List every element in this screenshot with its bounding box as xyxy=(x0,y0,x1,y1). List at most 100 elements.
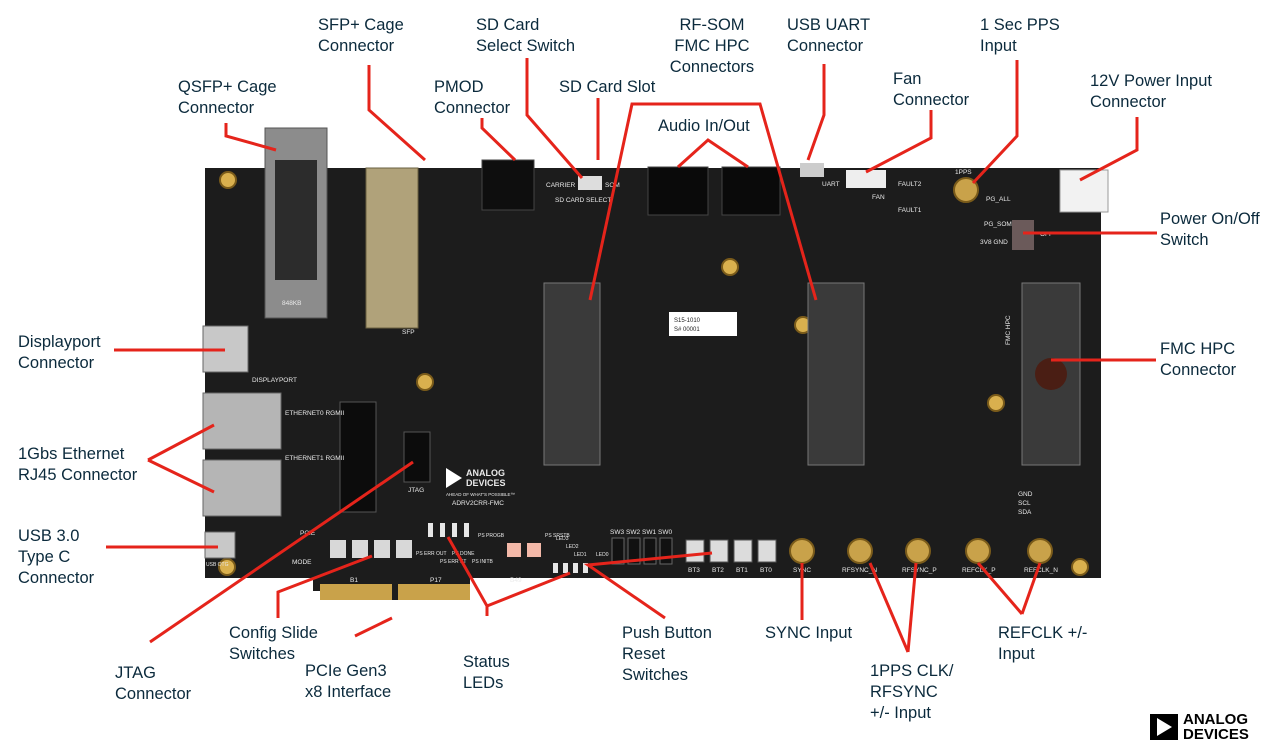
pmod-header xyxy=(481,159,535,211)
leader-pcie xyxy=(354,616,393,638)
leader-pmod xyxy=(480,118,517,162)
leader-config xyxy=(276,554,373,618)
silk-sda: SDA xyxy=(1018,509,1032,516)
leader-sfp xyxy=(367,65,426,162)
callout-pcie: PCIe Gen3 x8 Interface xyxy=(305,662,392,701)
leader-usb-uart xyxy=(806,64,826,161)
usb-uart-port xyxy=(800,163,824,177)
silk-jtag: JTAG xyxy=(408,487,424,494)
usb-c-socket xyxy=(204,531,236,559)
silk-model: ADRV2CRR-FMC xyxy=(452,500,504,507)
silk-srstb: PS SRSTB xyxy=(545,533,570,539)
leader-pps xyxy=(971,60,1019,185)
adi-logo-text: ANALOG DEVICES xyxy=(1183,711,1249,743)
silk-bt0: BT0 xyxy=(760,567,772,574)
audio-jack-1 xyxy=(647,166,709,216)
audio-jack-2 xyxy=(721,166,781,216)
silk-sw2: SW2 xyxy=(626,529,640,536)
silk-pgsom: PG_SOM xyxy=(984,221,1012,228)
callout-rfsync: 1PPS CLK/ RFSYNC +/- Input xyxy=(870,662,954,722)
silkscreen: ANALOG DEVICES AHEAD OF WHAT'S POSSIBLE™… xyxy=(206,169,1058,584)
silk-led2: LED2 xyxy=(566,544,579,550)
leader-rfsync xyxy=(868,562,910,653)
silk-sfp: SFP xyxy=(402,329,415,336)
leader-ethernet-2 xyxy=(147,458,215,494)
leader-refclk-2 xyxy=(1020,562,1042,615)
silk-brand-2: DEVICES xyxy=(466,478,506,488)
silk-carrier: CARRIER xyxy=(546,182,576,189)
silk-displayport: DISPLAYPORT xyxy=(252,377,297,384)
status-leds xyxy=(428,523,588,573)
leader-qsfp xyxy=(224,123,277,152)
callout-fan: Fan Connector xyxy=(893,70,970,109)
callout-audio: Audio In/Out xyxy=(658,117,750,135)
callout-status: Status LEDs xyxy=(463,653,510,692)
sd-card-select-switch xyxy=(578,176,602,190)
leader-fan xyxy=(865,110,933,174)
silk-eth0: ETHERNET0 RGMII xyxy=(285,410,344,417)
silk-err-st: PS ERR ST xyxy=(440,559,466,565)
silk-rfsync-p: RFSYNC_P xyxy=(902,567,937,574)
callout-sync: SYNC Input xyxy=(765,624,853,642)
silk-refclk-n: REFCLK_N xyxy=(1024,567,1058,574)
silk-initb: PS INITB xyxy=(472,559,494,565)
pcb-board xyxy=(205,168,1101,591)
silk-mode: MODE xyxy=(292,559,312,566)
ethernet-jack-top xyxy=(202,392,282,450)
srstb-button xyxy=(527,543,541,557)
silk-pps: 1PPS xyxy=(955,169,972,176)
callout-qsfp: QSFP+ Cage Connector xyxy=(178,78,277,117)
silk-rfsync-n: RFSYNC_N xyxy=(842,567,877,574)
silk-som: SOM xyxy=(605,182,620,189)
silk-eth1: ETHERNET1 RGMII xyxy=(285,455,344,462)
silk-fault1: FAULT1 xyxy=(898,207,922,214)
silk-fmchpc: FMC HPC xyxy=(1005,315,1012,345)
fmc-hpc-dot xyxy=(1035,358,1067,390)
callout-power-switch: Power On/Off Switch xyxy=(1160,210,1260,249)
pps-sma xyxy=(953,177,979,203)
callout-push: Push Button Reset Switches xyxy=(622,624,712,684)
silk-fault2: FAULT2 xyxy=(898,181,922,188)
callout-power-in: 12V Power Input Connector xyxy=(1090,72,1212,111)
rfsom-fmc-right xyxy=(807,282,865,466)
leader-rfsync-2 xyxy=(906,562,918,653)
callout-config: Config Slide Switches xyxy=(229,624,318,663)
silk-sw0: SW0 xyxy=(658,529,672,536)
sfp-cage xyxy=(365,167,419,329)
callout-sfp: SFP+ Cage Connector xyxy=(318,16,404,55)
callout-sd-slot: SD Card Slot xyxy=(559,78,656,96)
silk-scl: SCL xyxy=(1018,500,1031,507)
callout-jtag: JTAG Connector xyxy=(115,664,192,703)
silk-bt1: BT1 xyxy=(736,567,748,574)
callout-refclk: REFCLK +/- Input xyxy=(998,624,1088,663)
silk-bt2: BT2 xyxy=(712,567,724,574)
config-switches xyxy=(330,540,412,558)
jtag-header xyxy=(403,431,431,483)
serial-sticker xyxy=(669,312,737,336)
leader-audio xyxy=(676,138,749,169)
pcie-edge-notch xyxy=(392,584,398,600)
adi-logo-icon xyxy=(1150,714,1178,740)
silk-tagline: AHEAD OF WHAT'S POSSIBLE™ xyxy=(446,492,515,497)
fan-header xyxy=(846,170,886,188)
silk-fan: FAN xyxy=(872,194,885,201)
leader-rfsom xyxy=(588,102,818,301)
callout-displayport: Displayport Connector xyxy=(18,333,101,372)
leader-power-in xyxy=(1079,117,1139,182)
silk-pgall: PG_ALL xyxy=(986,196,1011,203)
silk-p17: P17 xyxy=(430,577,442,584)
callout-pps: 1 Sec PPS Input xyxy=(980,16,1060,55)
silk-bt3: BT3 xyxy=(688,567,700,574)
silk-b49: B49 xyxy=(510,577,522,584)
adi-logo: ANALOG DEVICES xyxy=(1150,712,1249,742)
silk-refclk-p: REFCLK_P xyxy=(962,567,996,574)
callout-ethernet: 1Gbs Ethernet RJ45 Connector xyxy=(18,445,138,484)
silk-qsfp: 848KB xyxy=(282,300,302,307)
mio-header xyxy=(339,401,377,513)
silk-3v8: 3V8 GND xyxy=(980,239,1008,246)
silk-gnd: GND xyxy=(1018,491,1033,498)
callout-usb-uart: USB UART Connector xyxy=(787,16,871,55)
qsfp-cage-opening xyxy=(275,160,317,280)
callout-usb3: USB 3.0 Type C Connector xyxy=(18,527,95,587)
